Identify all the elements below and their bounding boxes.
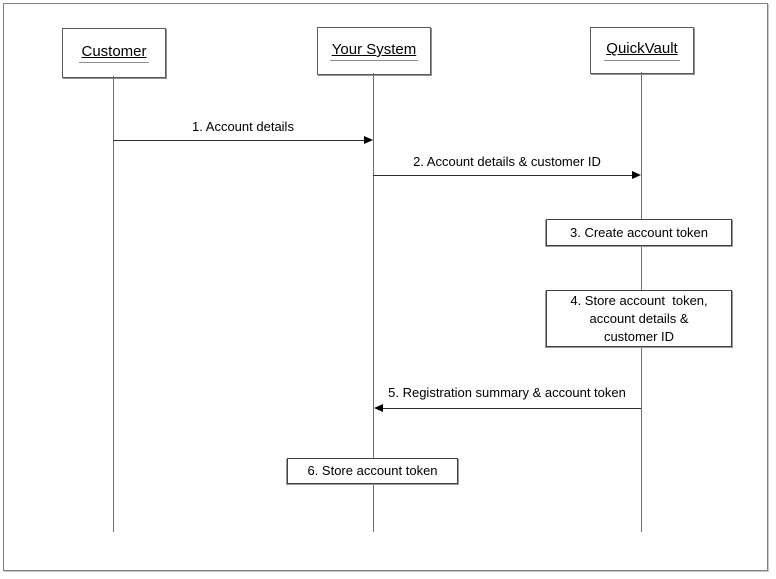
- actor-label-your-system: Your System: [329, 41, 419, 62]
- actor-box-customer: Customer: [62, 28, 166, 78]
- actor-label-customer: Customer: [79, 43, 149, 64]
- message-1-arrowhead-icon: [364, 136, 373, 144]
- actor-box-quickvault: QuickVault: [590, 27, 694, 74]
- message-2-arrowhead-icon: [632, 171, 641, 179]
- message-1-line: [113, 140, 369, 141]
- action-4-label: 4. Store account token, account details …: [570, 292, 708, 344]
- lifeline-your-system: [373, 73, 374, 532]
- action-box-4: 4. Store account token, account details …: [546, 290, 732, 347]
- lifeline-customer: [113, 76, 114, 532]
- message-2-line: [373, 175, 637, 176]
- actor-label-quickvault: QuickVault: [604, 40, 680, 61]
- message-5-label: 5. Registration summary & account token: [388, 385, 626, 400]
- actor-box-your-system: Your System: [317, 27, 431, 75]
- message-5-line: [382, 408, 641, 409]
- action-box-6: 6. Store account token: [287, 458, 458, 484]
- action-6-label: 6. Store account token: [307, 463, 438, 478]
- message-5-arrowhead-icon: [374, 404, 383, 412]
- message-2-label: 2. Account details & customer ID: [413, 154, 601, 169]
- diagram-border: [3, 3, 768, 571]
- message-1-label: 1. Account details: [192, 119, 294, 134]
- action-box-3: 3. Create account token: [546, 219, 732, 246]
- action-3-label: 3. Create account token: [569, 224, 709, 240]
